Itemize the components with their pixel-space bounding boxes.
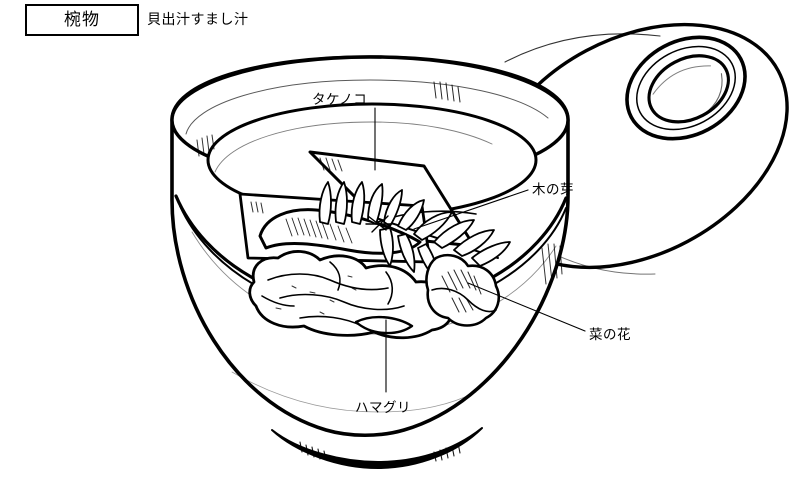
nanohana-piece [425, 253, 500, 327]
bowl-lower-sheen [231, 371, 477, 413]
bowl-rim-lip-line [185, 79, 549, 135]
kinome-leaves-upper [318, 181, 425, 231]
nanohana-fold [431, 287, 497, 313]
hamaguri-texture [275, 275, 357, 315]
callout-label-nanohana: 菜の花 [589, 327, 631, 343]
dish-name: 貝出汁すまし汁 [147, 12, 249, 28]
hamaguri-lip [354, 315, 414, 335]
bowl-belly-sheen [191, 231, 557, 335]
lid-knob-group [625, 35, 747, 141]
callout-label-kinome: 木の芽 [532, 182, 574, 198]
takenoko-upper-hatch [319, 157, 343, 172]
takenoko-lower-hatch [250, 201, 264, 214]
callout-label-hamaguri: ハマグリ [355, 400, 411, 416]
kinome-node [365, 215, 393, 233]
hamaguri-folds [261, 261, 405, 327]
rim-hatching-left [196, 134, 215, 157]
bowl-foot-hatching [299, 441, 461, 462]
leader-nanohana [467, 282, 586, 332]
lid-knob-inner-shadow [702, 73, 723, 116]
rim-hatching-right [433, 81, 461, 103]
bowl-cavity-inner-line [214, 121, 493, 173]
callout-leaders [374, 107, 586, 393]
category-box: 椀物 [25, 4, 139, 36]
lid-rim-line [551, 252, 656, 275]
lid-knob-inner-highlight [652, 65, 711, 95]
callout-label-takenoko: タケノコ [312, 92, 368, 108]
food-group [238, 150, 511, 340]
takenoko-strip-hatch [285, 217, 353, 244]
bowl-shading-hatch-right [541, 243, 563, 285]
leader-kinome [413, 189, 529, 230]
lid-highlight-arc [504, 33, 661, 63]
category-label: 椀物 [64, 9, 100, 30]
nanohana-hatch [441, 269, 482, 313]
